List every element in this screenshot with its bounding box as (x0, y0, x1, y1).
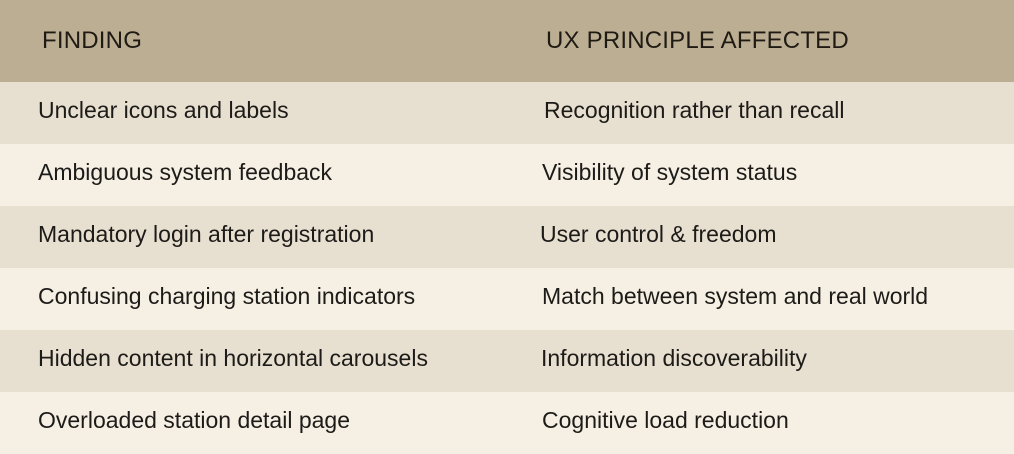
table-row: Mandatory login after registration User … (0, 206, 1014, 268)
finding-cell: Unclear icons and labels (38, 97, 289, 123)
finding-cell: Confusing charging station indicators (38, 283, 416, 309)
finding-cell: Hidden content in horizontal carousels (38, 345, 428, 371)
principle-cell: Match between system and real world (542, 283, 929, 309)
principle-cell: User control & freedom (540, 221, 777, 247)
finding-cell: Mandatory login after registration (38, 221, 375, 247)
principle-cell: Information discoverability (541, 345, 807, 371)
table-row: Confusing charging station indicators Ma… (0, 268, 1014, 330)
finding-cell: Ambiguous system feedback (38, 159, 333, 185)
table-row: Unclear icons and labels Recognition rat… (0, 82, 1014, 144)
table-header-row: FINDING UX PRINCIPLE AFFECTED (0, 0, 1014, 82)
table-row: Hidden content in horizontal carousels I… (0, 330, 1014, 392)
header-ux-principle: UX PRINCIPLE AFFECTED (546, 27, 849, 54)
principle-cell: Recognition rather than recall (544, 97, 845, 123)
table-row: Ambiguous system feedback Visibility of … (0, 144, 1014, 206)
table-row: Overloaded station detail page Cognitive… (0, 392, 1014, 454)
finding-cell: Overloaded station detail page (38, 407, 350, 433)
principle-cell: Visibility of system status (542, 159, 798, 185)
header-finding: FINDING (42, 27, 143, 54)
principle-cell: Cognitive load reduction (542, 407, 789, 433)
